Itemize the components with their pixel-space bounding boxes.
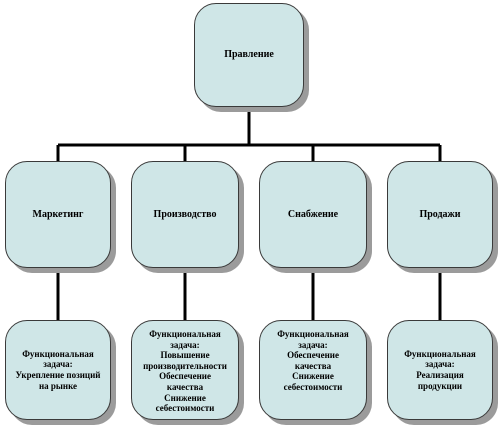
department-node-sales: Продажи: [387, 161, 493, 268]
department-node-production: Производство: [131, 161, 239, 268]
task-text-line: задача:: [43, 359, 73, 370]
task-text-line: Функциональная: [22, 348, 94, 359]
task-text-line: Функциональная: [277, 329, 349, 339]
task-text-line: качества: [294, 360, 332, 371]
department-node-supply: Снабжение: [259, 161, 367, 268]
task-text-line: Функциональная: [404, 348, 476, 359]
task-node-production: Функциональная задача: Повышение произво…: [131, 320, 239, 420]
task-text-line: Функциональная: [149, 329, 221, 339]
department-node-marketing: Маркетинг: [5, 161, 111, 268]
department-label: Производство: [153, 208, 217, 220]
task-text-line: Снижение: [164, 392, 206, 403]
task-node-marketing: Функциональная задача: Укрепление позици…: [5, 320, 111, 420]
task-text-line: себестоимости: [283, 382, 343, 393]
task-text-line: задача:: [170, 339, 200, 350]
task-text-line: Реализация: [416, 370, 464, 380]
department-label: Продажи: [419, 208, 461, 220]
root-label: Правление: [224, 49, 274, 61]
task-text-line: продукции: [417, 380, 463, 391]
task-node-sales: Функциональная задача: Реализация продук…: [387, 320, 493, 420]
task-text-line: себестоимости: [155, 403, 215, 414]
task-text-line: Обеспечение: [159, 371, 211, 382]
task-text-line: задача:: [298, 339, 328, 350]
task-text-line: производительности: [143, 360, 227, 371]
department-label: Снабжение: [287, 208, 339, 220]
task-node-supply: Функциональная задача: Обеспечение качес…: [259, 320, 367, 420]
task-text-line: Снижение: [292, 371, 334, 382]
root-node: Правление: [194, 3, 304, 107]
task-text-line: Укрепление позиций: [15, 370, 101, 380]
task-text-line: Повышение: [160, 350, 210, 361]
task-text-line: качества: [166, 382, 204, 393]
task-text-line: на рынке: [38, 380, 78, 391]
department-label: Маркетинг: [32, 208, 84, 220]
task-text-line: задача:: [425, 359, 455, 370]
task-text-line: Обеспечение: [287, 350, 339, 361]
